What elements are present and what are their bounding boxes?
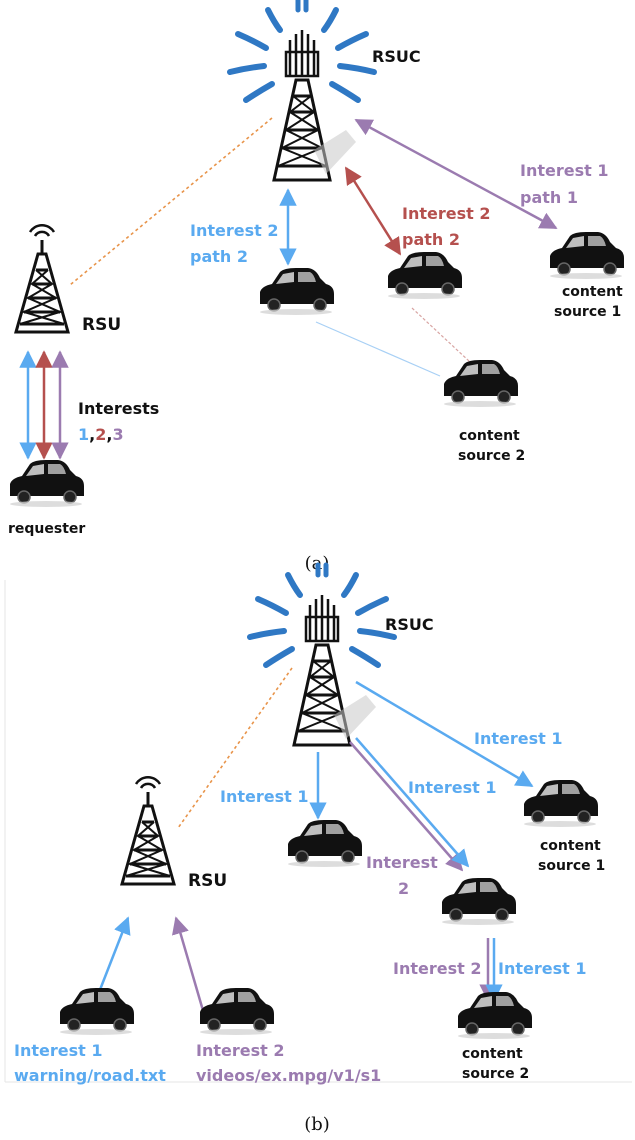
interest-2-b-mid-line1: Interest	[366, 853, 438, 872]
rsu-tower-icon	[14, 223, 70, 334]
interest-2-path-2-blue-line1: Interest 2	[190, 221, 278, 240]
car-b-requester-2-icon	[199, 987, 275, 1036]
car-b-down-icon	[287, 819, 363, 868]
interest-2-b-bottom-label: Interest 2	[393, 959, 481, 978]
arrow-b-interest-2-to-rsu	[172, 916, 206, 1015]
interests-label: Interests	[78, 399, 159, 418]
arrow-b-interest-1-to-middle-car	[355, 737, 470, 868]
interest-1-path-1-line2: path 1	[520, 188, 578, 207]
interest-2-path-2-red-line2: path 2	[402, 230, 460, 249]
requester-label: requester	[8, 521, 85, 537]
content-source-1-b-line2: source 1	[538, 858, 605, 874]
req-1-b-line2: warning/road.txt	[14, 1066, 166, 1085]
content-source-1-b-line1: content	[540, 838, 601, 854]
interests-numbers: 1,2,3	[78, 425, 124, 444]
car-path2-blue-icon	[259, 267, 335, 316]
arrow-interest-2-path-2-red	[344, 166, 402, 256]
car-b-middle-icon	[441, 877, 517, 926]
arrow-interest-1-path-1	[354, 118, 558, 230]
rsu-b-tower-icon	[120, 775, 176, 886]
req-2-b-line2: videos/ex.mpg/v1/s1	[196, 1066, 381, 1085]
interest-1-b-bottom-label: Interest 1	[498, 959, 586, 978]
interest-1-b-mid-right-label: Interest 1	[408, 778, 496, 797]
link-red-car-to-source-2	[411, 307, 471, 363]
rsuc-label: RSUC	[372, 47, 421, 66]
car-b-requester-1-icon	[59, 987, 135, 1036]
content-source-2-b-line2: source 2	[462, 1066, 529, 1082]
rsu-rsuc-b-dashed-link	[177, 667, 293, 829]
car-content-source-2-icon	[443, 359, 519, 408]
content-source-2-a-line1: content	[459, 428, 520, 444]
arrow-b-interest-2-to-middle-car	[349, 741, 464, 872]
rsu-label: RSU	[82, 315, 121, 335]
interest-1-b-top-right-label: Interest 1	[474, 729, 562, 748]
interest-2-path-2-blue-line2: path 2	[190, 247, 248, 266]
interest-2-path-2-red-line1: Interest 2	[402, 204, 490, 223]
content-source-1-a-line2: source 1	[554, 304, 621, 320]
rsuc-tower-icon	[272, 28, 358, 182]
interest-1-b-down-label: Interest 1	[220, 787, 308, 806]
arrow-b-interest-1-to-rsu	[94, 916, 131, 1001]
req-1-b-line1: Interest 1	[14, 1041, 102, 1060]
interest-2-b-mid-line2: 2	[398, 879, 409, 898]
panel-a: RSUC RSU Interests 1,2,3 requester Inter…	[8, 0, 625, 574]
interest-1-path-1-line1: Interest 1	[520, 161, 608, 180]
rsuc-b-tower-icon	[292, 593, 378, 747]
panel-b: RSUC RSU Interest 1 Interest 1 Interest …	[4, 565, 632, 1135]
car-path2-red-icon	[387, 251, 463, 300]
content-source-2-a-line2: source 2	[458, 448, 525, 464]
content-source-1-a-line1: content	[562, 284, 623, 300]
requester-car-icon	[9, 459, 85, 508]
car-b-content-source-2-icon	[457, 991, 533, 1040]
caption-b: (b)	[304, 1114, 330, 1135]
car-b-content-source-1-icon	[523, 779, 599, 828]
car-content-source-1-icon	[549, 231, 625, 280]
req-2-b-line1: Interest 2	[196, 1041, 284, 1060]
rsu-b-label: RSU	[188, 871, 227, 891]
link-blue-car-to-source-2	[315, 321, 441, 377]
arrow-b-interest-1-to-source-1	[355, 680, 534, 788]
rsu-rsuc-dashed-link	[69, 117, 273, 286]
rsuc-b-label: RSUC	[385, 615, 434, 634]
content-source-2-b-line1: content	[462, 1046, 523, 1062]
